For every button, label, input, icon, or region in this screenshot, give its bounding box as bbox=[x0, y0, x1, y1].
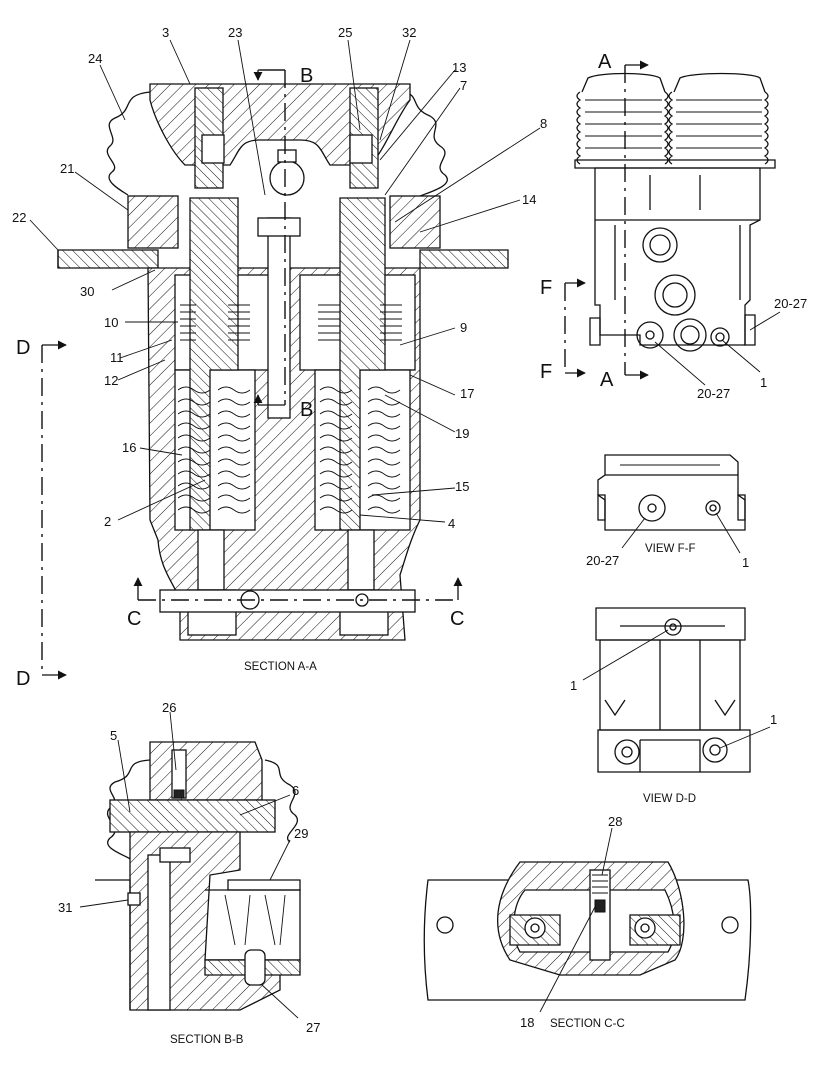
callout-25: 25 bbox=[338, 25, 352, 40]
view-d-d: 1 1 VIEW D-D bbox=[570, 607, 777, 805]
callout-17: 17 bbox=[460, 386, 474, 401]
callout-24: 24 bbox=[88, 51, 102, 66]
callout-2: 2 bbox=[104, 514, 111, 529]
callout-26: 26 bbox=[162, 700, 176, 715]
springs-right bbox=[319, 386, 401, 514]
callout-1-view-d-right: 1 bbox=[770, 712, 777, 727]
callout-12: 12 bbox=[104, 373, 118, 388]
callout-21: 21 bbox=[60, 161, 74, 176]
callout-19: 19 bbox=[455, 426, 469, 441]
callout-11: 11 bbox=[110, 350, 124, 365]
callout-10: 10 bbox=[104, 315, 118, 330]
boot-24 bbox=[106, 91, 448, 197]
cut-letter-c-right: C bbox=[450, 608, 464, 630]
cut-letter-c-left: C bbox=[127, 608, 141, 630]
section-b-b: 26 5 6 29 31 27 SECTION B-B bbox=[58, 700, 320, 1046]
callout-1-view-a: 1 bbox=[760, 375, 767, 390]
cut-letter-a-bottom: A bbox=[600, 369, 614, 391]
view-f-f: 20-27 VIEW F-F 1 bbox=[586, 454, 749, 570]
callout-7: 7 bbox=[460, 78, 467, 93]
callout-23: 23 bbox=[228, 25, 242, 40]
callout-1-view-d-left: 1 bbox=[570, 678, 577, 693]
callout-28: 28 bbox=[608, 814, 622, 829]
callout-15: 15 bbox=[455, 479, 469, 494]
view-d-d-title: VIEW D-D bbox=[643, 793, 696, 805]
callout-16: 16 bbox=[122, 440, 136, 455]
callout-27: 27 bbox=[306, 1020, 320, 1035]
section-c-c: 28 18 SECTION C-C bbox=[423, 814, 752, 1030]
section-c-c-title: SECTION C-C bbox=[550, 1018, 625, 1030]
callout-4: 4 bbox=[448, 516, 455, 531]
cut-letter-f-bottom: F bbox=[540, 361, 552, 383]
callout-20-27-bottom: 20-27 bbox=[697, 386, 730, 401]
section-a-a: 3 23 25 32 24 13 7 8 21 14 22 30 10 9 11… bbox=[12, 25, 547, 690]
section-b-b-title: SECTION B-B bbox=[170, 1034, 244, 1046]
cut-letter-b-top: B bbox=[300, 65, 313, 87]
cut-letter-d-bottom: D bbox=[16, 668, 30, 690]
view-a: A A F F 20-27 20-27 1 bbox=[540, 51, 807, 401]
section-a-a-title: SECTION A-A bbox=[244, 661, 317, 673]
springs-left bbox=[177, 386, 251, 514]
view-f-f-title: VIEW F-F bbox=[645, 543, 695, 555]
callout-32: 32 bbox=[402, 25, 416, 40]
cut-letter-b-bottom: B bbox=[300, 399, 313, 421]
callout-30: 30 bbox=[80, 284, 94, 299]
callout-20-27-right: 20-27 bbox=[774, 296, 807, 311]
callout-18: 18 bbox=[520, 1015, 534, 1030]
cut-letter-a-top: A bbox=[598, 51, 612, 73]
callout-9: 9 bbox=[460, 320, 467, 335]
callout-29: 29 bbox=[294, 826, 308, 841]
callout-13: 13 bbox=[452, 60, 466, 75]
cut-letter-d-top: D bbox=[16, 337, 30, 359]
callout-1-view-f: 1 bbox=[742, 555, 749, 570]
callout-22: 22 bbox=[12, 210, 26, 225]
callout-5: 5 bbox=[110, 728, 117, 743]
ball bbox=[269, 160, 305, 196]
cut-letter-f-top: F bbox=[540, 277, 552, 299]
callout-31: 31 bbox=[58, 900, 72, 915]
callout-14: 14 bbox=[522, 192, 536, 207]
callout-20-27-view-f: 20-27 bbox=[586, 553, 619, 568]
callout-3: 3 bbox=[162, 25, 169, 40]
callout-6: 6 bbox=[292, 783, 299, 798]
callout-8: 8 bbox=[540, 116, 547, 131]
